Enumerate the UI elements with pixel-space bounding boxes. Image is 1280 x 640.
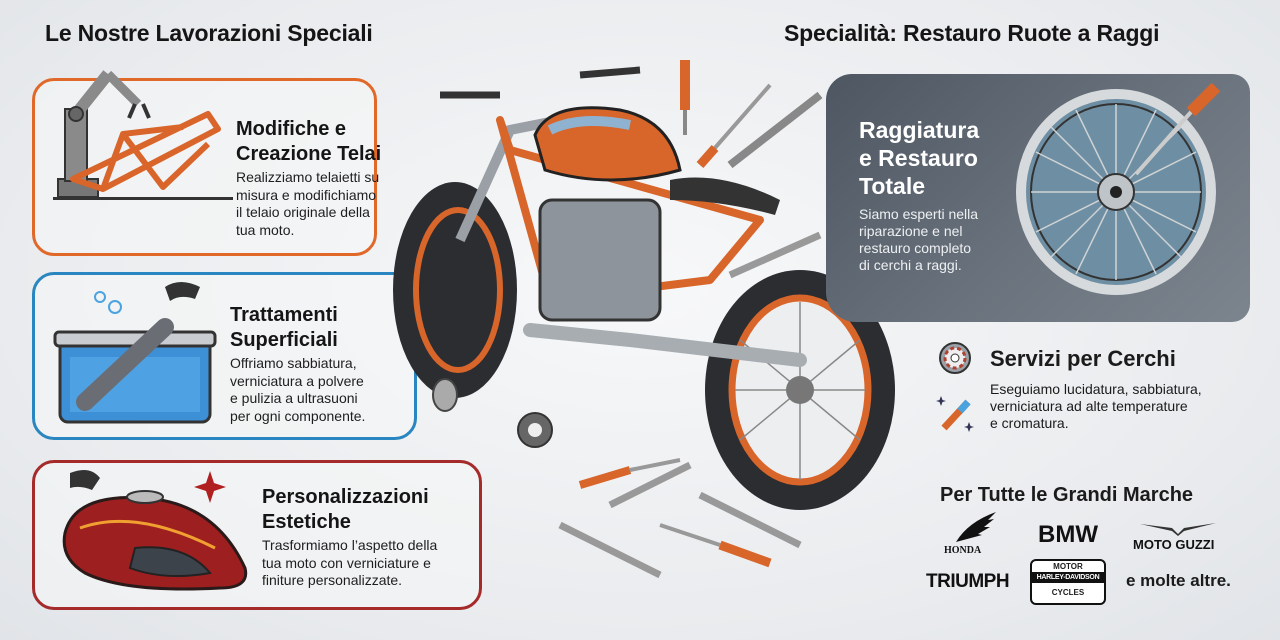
panel-description: Siamo esperti nella riparazione e nel re… <box>859 206 978 274</box>
wheel-restoration-panel: Raggiatura e Restauro Totale Siamo esper… <box>826 74 1250 322</box>
service-description: Offriamo sabbiatura, verniciatura a polv… <box>230 355 365 425</box>
harley-top-text: MOTOR <box>1053 562 1083 571</box>
honda-wing-logo <box>956 512 996 542</box>
wrench-icon <box>558 521 662 579</box>
panel-title: Raggiatura e Restauro Totale <box>859 116 979 200</box>
polish-tool-icon <box>936 396 974 432</box>
desc-line: Eseguiamo lucidatura, sabbiatura, <box>990 381 1202 397</box>
title-line: e Restauro <box>859 145 978 171</box>
wrench-icon <box>608 461 692 509</box>
ultrasonic-tank-illustration <box>53 282 217 424</box>
desc-line: tua moto con verniciature e <box>262 554 431 571</box>
desc-line: Realizziamo telaietti su <box>236 169 380 185</box>
desc-line: tua moto. <box>236 221 295 238</box>
service-description: Trasformiamo l’aspetto della tua moto co… <box>262 537 437 590</box>
wrench-icon <box>698 491 802 549</box>
harley-name: HARLEY-DAVIDSON <box>1032 572 1104 583</box>
desc-line: finiture personalizzate. <box>262 572 403 588</box>
brands-heading: Per Tutte le Grandi Marche <box>940 484 1194 506</box>
desc-line: Trasformiamo l’aspetto della <box>262 537 438 553</box>
desc-line: misura e modifichiamo <box>236 186 377 203</box>
rim-services-description: Eseguiamo lucidatura, sabbiatura, vernic… <box>990 381 1202 432</box>
title-line: Estetiche <box>262 511 351 533</box>
desc-line: il telaio originale della <box>236 204 370 220</box>
painted-tank-illustration <box>62 469 248 591</box>
spoked-wheel-illustration <box>1016 82 1221 295</box>
harley-bottom-text: CYCLES <box>1051 588 1085 597</box>
screwdriver-icon <box>696 83 772 168</box>
title-line: Raggiatura <box>859 117 980 143</box>
bearing-ring-icon <box>432 378 458 412</box>
rim-services-title: Servizi per Cerchi <box>990 346 1176 371</box>
gear-icon <box>517 412 553 448</box>
desc-line: Siamo esperti nella <box>859 206 979 222</box>
desc-line: verniciatura a polvere <box>230 372 364 389</box>
title-line: Modifiche e <box>236 118 347 140</box>
screwdriver-icon <box>578 458 681 489</box>
desc-line: e cromatura. <box>990 415 1069 431</box>
desc-line: restauro completo <box>859 240 972 256</box>
wrench-icon <box>728 231 822 279</box>
brand-honda: HONDA <box>944 545 982 556</box>
front-wheel <box>393 182 517 398</box>
robot-frame-illustration <box>53 70 233 200</box>
more-brands-text: e molte altre. <box>1126 571 1231 590</box>
title-line: Personalizzazioni <box>262 486 429 508</box>
service-description: Realizziamo telaietti su misura e modifi… <box>236 169 379 239</box>
motorcycle-illustration <box>393 66 895 510</box>
bearing-icon <box>939 342 971 374</box>
title-line: Totale <box>859 173 926 199</box>
brand-moto-guzzi: MOTO GUZZI <box>1133 537 1215 552</box>
rear-wheel <box>705 270 895 510</box>
service-title: Modifiche e Creazione Telai <box>236 117 381 167</box>
desc-line: verniciatura ad alte temperature <box>990 398 1188 414</box>
title-line: Superficiali <box>230 329 338 351</box>
screwdriver-icon <box>659 523 772 568</box>
moto-guzzi-eagle-logo <box>1140 523 1216 536</box>
tools-illustration <box>432 60 823 579</box>
left-heading: Le Nostre Lavorazioni Speciali <box>45 20 373 46</box>
title-line: Trattamenti <box>230 304 338 326</box>
brand-triumph: TRIUMPH <box>926 571 1010 592</box>
desc-line: riparazione e nel <box>859 223 963 239</box>
brand-harley-davidson: MOTOR HARLEY-DAVIDSON CYCLES <box>1030 559 1106 605</box>
desc-line: di cerchi a raggi. <box>859 257 962 273</box>
right-heading: Specialità: Restauro Ruote a Raggi <box>784 20 1160 46</box>
desc-line: Offriamo sabbiatura, <box>230 355 357 371</box>
wrench-icon <box>727 91 823 169</box>
desc-line: per ogni componente. <box>230 407 366 424</box>
brand-bmw: BMW <box>1038 521 1098 548</box>
service-card-frames: Modifiche e Creazione Telai Realizziamo t… <box>32 70 381 256</box>
desc-line: e pulizia a ultrasuoni <box>230 390 358 406</box>
title-line: Creazione Telai <box>236 143 382 165</box>
